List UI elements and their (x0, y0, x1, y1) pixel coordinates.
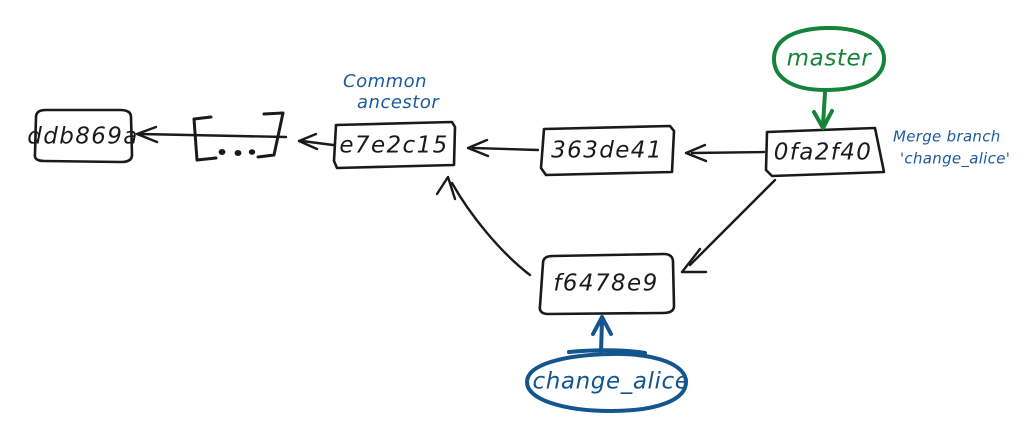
branch-ellipse-change-alice (525, 351, 688, 413)
branch-pointer-change-alice (567, 315, 647, 355)
edge-363de41-to-e7e2c15 (466, 138, 540, 158)
annotation-merge-message-line2: 'change_alice' (900, 150, 1010, 169)
ellipsis-dot-2 (234, 150, 242, 156)
bracket-left (192, 115, 218, 162)
commit-node-f6478e9[interactable]: f6478e9 (538, 252, 676, 316)
commit-node-363de41[interactable]: 363de41 (539, 124, 676, 177)
edge-e7e2c15-to-ellipsis (297, 132, 335, 151)
branch-pointer-master (812, 90, 834, 130)
annotation-common-ancestor-line2: ancestor (357, 92, 440, 113)
ellipsis-dot-1 (218, 149, 226, 155)
commit-box-ddb869a (33, 108, 134, 164)
branch-ellipse-master (772, 25, 886, 92)
bracket-right (256, 111, 285, 159)
commit-node-ddb869a[interactable]: ddb869a (27, 108, 139, 164)
branch-name-change-alice: change_alice (532, 369, 689, 395)
annotation-merge-message: Merge branch 'change_alice' (893, 128, 1010, 169)
commit-box-0fa2f40 (764, 126, 886, 178)
branch-label-master[interactable]: master (772, 25, 886, 130)
commit-box-f6478e9 (538, 252, 676, 316)
commit-node-0fa2f40[interactable]: 0fa2f40 (764, 126, 886, 178)
commit-node-e7e2c15[interactable]: e7e2c15 (332, 120, 457, 170)
commit-node-ellipsis[interactable]: [ ... ] (192, 111, 285, 162)
annotation-common-ancestor-line1: Common (343, 71, 427, 92)
commit-hash-363de41: 363de41 (551, 138, 663, 164)
commit-hash-e7e2c15: e7e2c15 (339, 133, 448, 159)
edge-f6478e9-to-e7e2c15 (435, 175, 532, 277)
commit-hash-0fa2f40: 0fa2f40 (774, 140, 873, 166)
edge-0fa2f40-to-363de41 (684, 143, 766, 163)
commit-box-e7e2c15 (332, 120, 457, 170)
branch-label-change-alice[interactable]: change_alice (525, 315, 690, 413)
commit-box-363de41 (539, 124, 676, 177)
branch-name-master: master (787, 46, 873, 72)
commit-hash-ddb869a: ddb869a (27, 124, 139, 150)
annotation-merge-message-line1: Merge branch (893, 128, 1001, 146)
annotation-common-ancestor: Common ancestor (343, 71, 440, 113)
edge-0fa2f40-to-f6478e9 (680, 178, 777, 274)
edge-ellipsis-to-ddb869a (135, 125, 288, 144)
commit-hash-f6478e9: f6478e9 (553, 271, 658, 297)
ellipsis-dot-3 (248, 149, 256, 155)
